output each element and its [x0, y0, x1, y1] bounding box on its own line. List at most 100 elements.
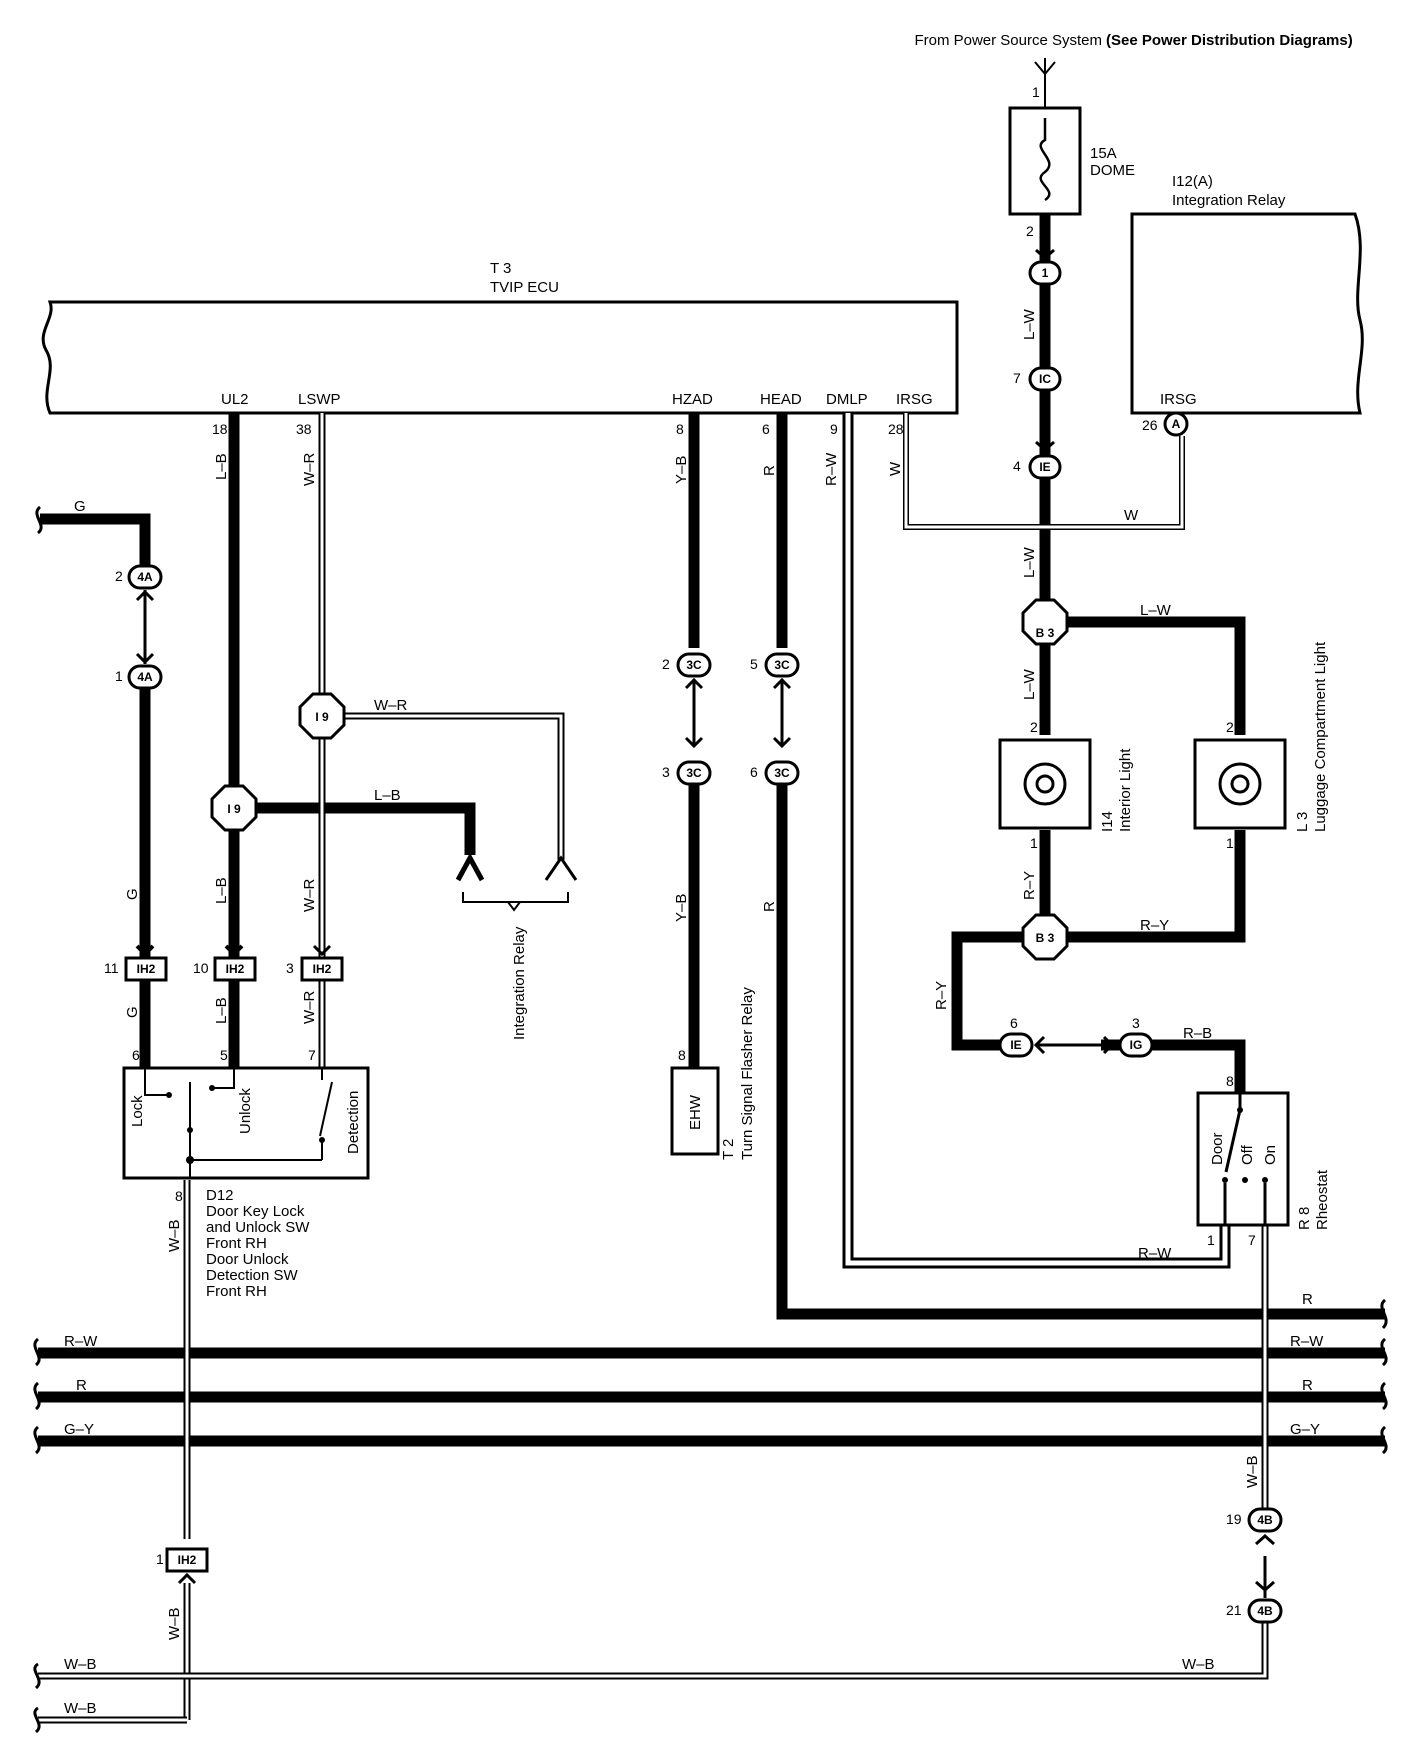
svg-text:2: 2 [1030, 719, 1038, 735]
svg-text:3C: 3C [774, 658, 790, 672]
svg-text:Luggage Compartment Light: Luggage Compartment Light [1312, 641, 1329, 832]
svg-text:1: 1 [1042, 266, 1049, 280]
svg-text:R: R [761, 465, 778, 476]
link-4a [135, 589, 155, 665]
svg-text:and Unlock SW: and Unlock SW [206, 1219, 310, 1236]
junction-i9-upper: I 9 [298, 692, 346, 740]
svg-text:7: 7 [1013, 370, 1021, 386]
door-key-switch: Lock Unlock Detection 6 5 7 8 [122, 1047, 370, 1204]
fuse-amps: 15A [1090, 145, 1117, 162]
svg-text:R: R [761, 901, 778, 912]
ecu-code: T 3 [490, 260, 511, 277]
svg-text:R–W: R–W [823, 452, 840, 486]
svg-text:3: 3 [1132, 1015, 1140, 1031]
link-3c-left [684, 677, 704, 749]
svg-text:Front RH: Front RH [206, 1283, 267, 1300]
ecu-terminal-dmlp: DMLP [826, 391, 868, 408]
integration-relay-label: Integration Relay [511, 926, 528, 1040]
link-3c-right [772, 677, 792, 749]
svg-text:I 9: I 9 [315, 710, 329, 724]
svg-text:G–Y: G–Y [64, 1421, 94, 1438]
integration-relay-a: I12(A) Integration Relay IRSG 26 A [1130, 173, 1364, 437]
turn-signal-flasher: EHW 8 T 2 Turn Signal Flasher Relay [670, 987, 756, 1160]
svg-text:W–B: W–B [166, 1219, 183, 1252]
relay-a-terminal: IRSG [1160, 391, 1197, 408]
svg-text:IH2: IH2 [178, 1553, 197, 1567]
svg-text:11: 11 [104, 960, 119, 976]
connector-ic: IC 7 [1013, 366, 1062, 392]
svg-text:L–B: L–B [213, 997, 230, 1024]
connector-4a-bottom: 4A 1 [115, 664, 163, 690]
svg-text:G–Y: G–Y [1290, 1421, 1320, 1438]
wire-labels: L–W L–W L–W L–W W W R–Y R–Y R–Y R–B R–W … [64, 308, 1324, 1717]
svg-text:Unlock: Unlock [237, 1088, 254, 1134]
svg-text:G: G [124, 1006, 141, 1018]
svg-text:Front RH: Front RH [206, 1235, 267, 1252]
integration-relay-arrows [455, 852, 578, 912]
svg-text:IH2: IH2 [137, 962, 156, 976]
fuse-pin-in: 1 [1032, 84, 1040, 100]
svg-text:L–B: L–B [213, 877, 230, 904]
fuse-name: DOME [1090, 162, 1135, 179]
ecu-pin-38: 38 [296, 421, 312, 437]
svg-text:R: R [1302, 1377, 1313, 1394]
power-feed-arrow [1034, 58, 1056, 108]
svg-text:R–W: R–W [64, 1333, 98, 1350]
svg-text:IH2: IH2 [226, 962, 245, 976]
ie-ig-link [1033, 1035, 1115, 1055]
ecu-terminal-irsg: IRSG [896, 391, 933, 408]
svg-text:W–R: W–R [301, 879, 318, 913]
svg-text:1: 1 [156, 1551, 164, 1567]
svg-text:W–R: W–R [374, 697, 408, 714]
svg-text:L–W: L–W [1021, 668, 1038, 700]
interior-light: 2 1 I14 Interior Light [998, 719, 1134, 851]
svg-text:8: 8 [175, 1188, 183, 1204]
svg-text:3C: 3C [686, 766, 702, 780]
ecu-pin-9: 9 [830, 421, 838, 437]
svg-text:1: 1 [1030, 835, 1038, 851]
svg-text:5: 5 [750, 656, 758, 672]
svg-text:6: 6 [132, 1047, 140, 1063]
svg-text:EHW: EHW [687, 1094, 704, 1130]
svg-text:10: 10 [193, 960, 209, 976]
tvip-ecu: T 3 TVIP ECU UL2 LSWP HZAD HEAD DMLP IRS… [41, 260, 959, 437]
svg-text:Off: Off [1239, 1144, 1256, 1165]
connector-3c-right-bottom: 3C 6 [750, 760, 800, 786]
ecu-terminal-head: HEAD [760, 391, 802, 408]
svg-text:4A: 4A [137, 670, 153, 684]
junction-i9-lower: I 9 [210, 784, 258, 832]
svg-text:L–W: L–W [1021, 308, 1038, 340]
relay-a-name: Integration Relay [1172, 192, 1286, 209]
connector-3c-left-bottom: 3C 3 [662, 760, 712, 786]
svg-text:Door Unlock: Door Unlock [206, 1251, 289, 1268]
bus-breaks [33, 505, 1388, 1734]
svg-text:IH2: IH2 [313, 962, 332, 976]
svg-text:7: 7 [308, 1047, 316, 1063]
connector-ig: IG 3 [1118, 1015, 1154, 1058]
svg-text:W–R: W–R [301, 991, 318, 1025]
white-wires [38, 413, 1269, 1724]
connector-4b-top: 4B 19 [1226, 1507, 1283, 1546]
svg-text:3C: 3C [686, 658, 702, 672]
svg-text:3C: 3C [774, 766, 790, 780]
svg-text:W–B: W–B [1182, 1656, 1215, 1673]
thick-wires [38, 214, 1385, 1447]
power-source-label: From Power Source System [914, 32, 1102, 49]
rheostat: Door Off On 8 1 7 R 8 Rheostat [1196, 1073, 1331, 1248]
svg-text:IC: IC [1039, 372, 1051, 386]
svg-text:Detection SW: Detection SW [206, 1267, 299, 1284]
door-switch-description: D12 Door Key Lock and Unlock SW Front RH… [206, 1187, 310, 1300]
svg-text:21: 21 [1226, 1602, 1242, 1618]
svg-text:G: G [74, 498, 86, 515]
connector-4b-bottom: 4B 21 [1226, 1580, 1283, 1624]
connector-ih2-b: IH2 10 [193, 944, 257, 982]
fuse-dome: 1 2 15A DOME [1008, 84, 1135, 239]
svg-text:IG: IG [1130, 1038, 1143, 1052]
svg-text:R 8: R 8 [1296, 1207, 1313, 1230]
svg-text:W–B: W–B [64, 1656, 97, 1673]
svg-text:19: 19 [1226, 1511, 1242, 1527]
connector-4a-top: 4A 2 [115, 564, 163, 590]
connector-ih2-c: IH2 3 [286, 944, 344, 982]
svg-text:IE: IE [1039, 460, 1050, 474]
